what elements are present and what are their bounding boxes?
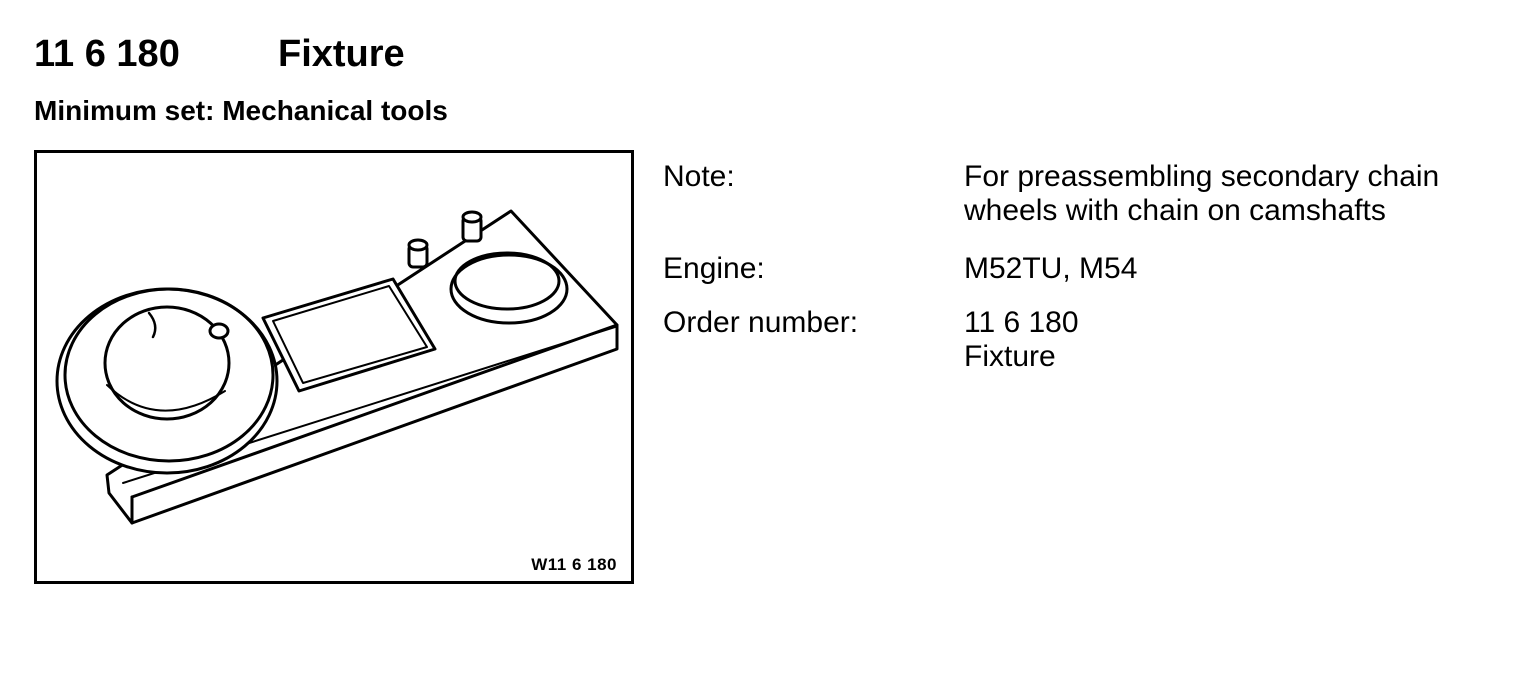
order-key: Order number: <box>663 306 859 339</box>
tool-code: 11 6 180 <box>34 33 180 75</box>
note-line-2: wheels with chain on camshafts <box>964 194 1386 227</box>
order-name: Fixture <box>964 340 1056 373</box>
page-title: 11 6 180 Fixture <box>34 30 405 78</box>
note-key: Note: <box>663 160 735 193</box>
engine-value: M52TU, M54 <box>964 252 1138 285</box>
order-value: 11 6 180 Fixture <box>964 306 1079 374</box>
fixture-illustration <box>55 209 619 525</box>
order-number: 11 6 180 <box>964 306 1079 339</box>
page-subtitle: Minimum set: Mechanical tools <box>34 95 448 126</box>
note-value: For preassembling secondary chain wheels… <box>964 160 1439 228</box>
figure-label: W11 6 180 <box>531 555 617 574</box>
engine-key: Engine: <box>663 252 765 285</box>
note-line-1: For preassembling secondary chain <box>964 160 1440 193</box>
tool-name: Fixture <box>278 33 405 75</box>
tool-figure: W11 6 180 <box>34 150 634 584</box>
